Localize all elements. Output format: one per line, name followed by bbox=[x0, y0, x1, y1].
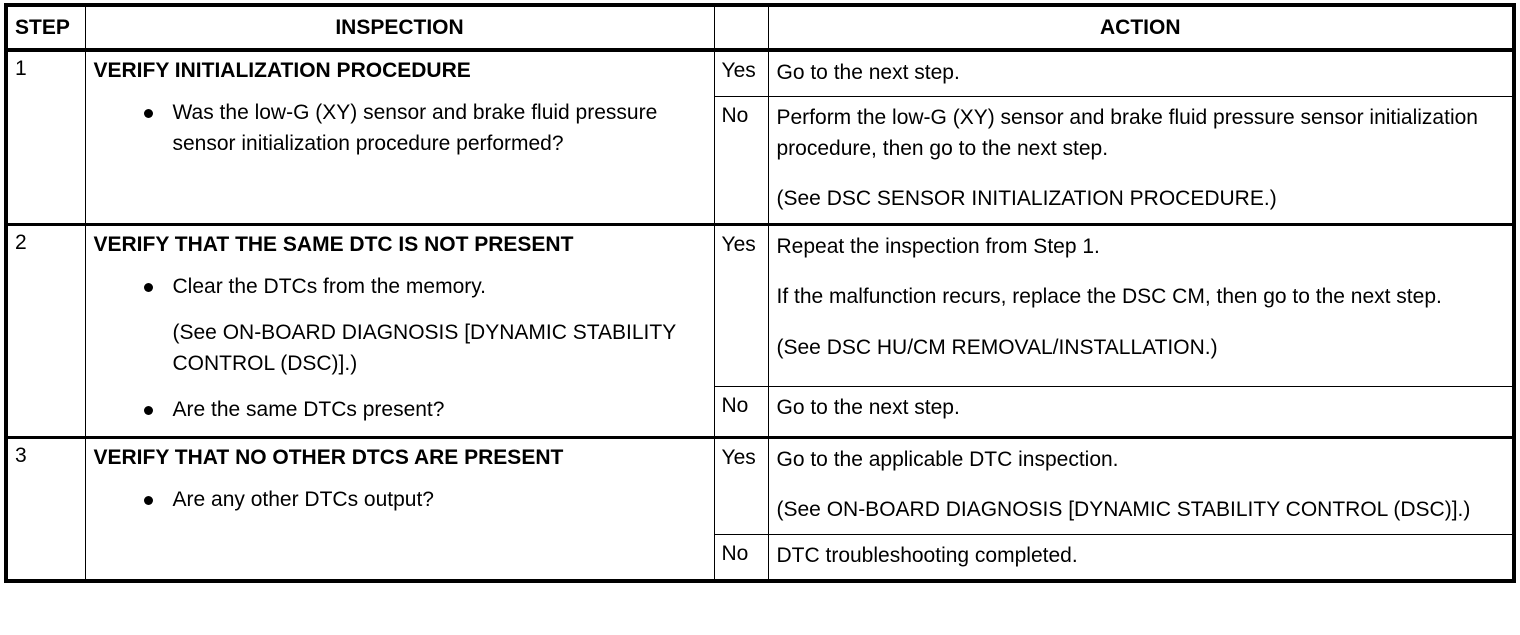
dtc-troubleshooting-table: STEP INSPECTION ACTION 1 VERIFY INITIALI… bbox=[4, 3, 1516, 584]
diagnostic-flow-document: STEP INSPECTION ACTION 1 VERIFY INITIALI… bbox=[0, 3, 1520, 635]
inspection-title-step-1: VERIFY INITIALIZATION PROCEDURE bbox=[93, 59, 471, 82]
action-reference: (See DSC HU/CM REMOVAL/INSTALLATION.) bbox=[776, 335, 1218, 359]
table-row-step-2-yes: 2 VERIFY THAT THE SAME DTC IS NOT PRESEN… bbox=[5, 222, 1515, 438]
action-cell-step-2-no: Go to the next step. bbox=[767, 385, 1515, 438]
table-row-step-3-yes: 3 VERIFY THAT NO OTHER DTCS ARE PRESENT … bbox=[5, 435, 1515, 582]
action-reference: (See DSC SENSOR INITIALIZATION PROCEDURE… bbox=[776, 187, 1277, 211]
branch-label-step-3-yes: Yes bbox=[713, 435, 769, 535]
action-paragraph: DTC troubleshooting completed. bbox=[776, 543, 1078, 567]
list-item: Are any other DTCs output? bbox=[94, 485, 704, 515]
table-row-step-1-no: No Perform the low-G (XY) sensor and bra… bbox=[6, 96, 1515, 225]
inspection-bullet-list-step-3: Are any other DTCs output? bbox=[94, 485, 704, 515]
branch-label-step-1-no: No bbox=[713, 96, 769, 225]
list-item: Was the low-G (XY) sensor and brake flui… bbox=[94, 98, 704, 159]
inspection-bullet-list-step-2: Clear the DTCs from the memory. (See ON-… bbox=[94, 272, 704, 426]
action-cell-step-3-yes: Go to the applicable DTC inspection. (Se… bbox=[767, 435, 1515, 535]
column-header-yes-no bbox=[714, 4, 768, 52]
inspection-cell-step-3: VERIFY THAT NO OTHER DTCS ARE PRESENT Ar… bbox=[84, 435, 715, 582]
column-header-step: STEP bbox=[5, 4, 86, 52]
column-header-action: ACTION bbox=[767, 4, 1515, 52]
action-paragraph: Perform the low-G (XY) sensor and brake … bbox=[776, 106, 1478, 160]
step-number-1: 1 bbox=[5, 49, 86, 225]
inspection-title-step-3: VERIFY THAT NO OTHER DTCS ARE PRESENT bbox=[93, 445, 564, 469]
inspection-cell-step-2: VERIFY THAT THE SAME DTC IS NOT PRESENT … bbox=[84, 222, 715, 438]
list-item-text: Was the low-G (XY) sensor and brake flui… bbox=[172, 101, 658, 155]
branch-label-step-3-no: No bbox=[713, 533, 769, 582]
bullet-dot-icon bbox=[143, 496, 153, 505]
branch-label-step-1-yes: Yes bbox=[713, 49, 769, 98]
list-item: Are the same DTCs present? bbox=[94, 395, 704, 425]
action-paragraph: Go to the next step. bbox=[776, 395, 960, 419]
table-row-step-2-no: No Go to the next step. bbox=[6, 385, 1515, 438]
branch-label-step-2-yes: Yes bbox=[713, 222, 769, 387]
action-reference: (See ON-BOARD DIAGNOSIS [DYNAMIC STABILI… bbox=[776, 498, 1471, 522]
action-cell-step-1-yes: Go to the next step. bbox=[767, 49, 1515, 98]
action-cell-step-1-no: Perform the low-G (XY) sensor and brake … bbox=[767, 96, 1515, 225]
list-item-text: Clear the DTCs from the memory. bbox=[172, 275, 487, 298]
inspection-cell-step-1: VERIFY INITIALIZATION PROCEDURE Was the … bbox=[84, 49, 715, 225]
step-number-3: 3 bbox=[5, 435, 86, 582]
action-cell-step-2-yes: Repeat the inspection from Step 1. If th… bbox=[767, 222, 1515, 387]
action-paragraph: Go to the next step. bbox=[776, 61, 960, 84]
list-item-note: (See ON-BOARD DIAGNOSIS [DYNAMIC STABILI… bbox=[94, 318, 704, 379]
table-row-step-1-yes: 1 VERIFY INITIALIZATION PROCEDURE Was th… bbox=[5, 49, 1515, 225]
table-header-row: STEP INSPECTION ACTION bbox=[5, 4, 1515, 52]
step-number-2: 2 bbox=[5, 222, 86, 438]
list-item-text: Are the same DTCs present? bbox=[172, 398, 445, 422]
bullet-dot-icon bbox=[143, 109, 153, 119]
action-paragraph: Go to the applicable DTC inspection. bbox=[776, 447, 1119, 471]
column-header-inspection: INSPECTION bbox=[84, 4, 715, 52]
action-cell-step-3-no: DTC troubleshooting completed. bbox=[767, 533, 1515, 582]
list-item: Clear the DTCs from the memory. bbox=[94, 272, 704, 302]
inspection-title-step-2: VERIFY THAT THE SAME DTC IS NOT PRESENT bbox=[93, 232, 574, 256]
inspection-bullet-list-step-1: Was the low-G (XY) sensor and brake flui… bbox=[94, 98, 704, 159]
table-row-step-3-no: No DTC troubleshooting completed. bbox=[6, 533, 1515, 582]
bullet-dot-icon bbox=[143, 406, 153, 416]
branch-label-step-2-no: No bbox=[713, 385, 769, 438]
action-paragraph: If the malfunction recurs, replace the D… bbox=[776, 285, 1442, 309]
action-paragraph: Repeat the inspection from Step 1. bbox=[776, 234, 1100, 258]
bullet-dot-icon bbox=[143, 283, 153, 292]
list-item-text: Are any other DTCs output? bbox=[172, 488, 434, 511]
list-item-text: (See ON-BOARD DIAGNOSIS [DYNAMIC STABILI… bbox=[172, 321, 676, 375]
